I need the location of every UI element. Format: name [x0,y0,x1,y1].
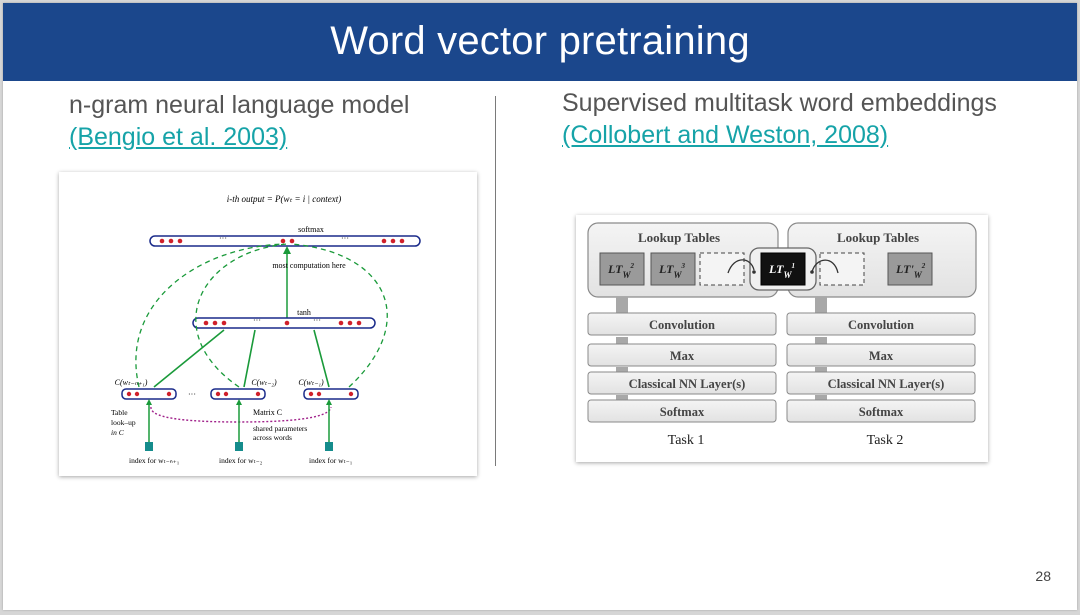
task2-max [786,343,976,367]
matrix-c-label: Matrix C [253,408,282,417]
index-label-1: index for wₜ₋ₙ₊₁ [129,456,180,465]
bengio-citation-link[interactable]: (Bengio et al. 2003) [69,123,288,151]
svg-text:Max: Max [670,349,695,363]
shared-label-2: across words [253,433,292,442]
task1-label: Task 1 [668,433,705,448]
softmax-units [159,238,405,244]
direct-connection-1 [135,243,285,388]
dots-2: ··· [341,234,349,243]
c-label-1: C(wₜ₋ₙ₊₁) [115,378,148,387]
index-node-3 [325,442,333,451]
bengio-figure: i-th output = P(wₜ = i | context) softma… [59,172,477,476]
lt-w3-cell [650,252,696,286]
task1-classical-nn [587,371,777,395]
bengio-diagram: i-th output = P(wₜ = i | context) softma… [111,194,421,465]
collobert-figure: Lookup Tables Lookup Tables LTW2 LTW3 LT… [576,215,988,462]
embed-to-hidden-1 [153,329,225,388]
svg-text:LTW2: LTW2 [607,262,634,280]
svg-text:LTW1: LTW1 [768,262,795,280]
multitask-diagram: Lookup Tables Lookup Tables LTW2 LTW3 LT… [587,222,977,448]
shared-label-1: shared parameters [253,424,307,433]
right-column-heading: Supervised multitask word embeddings (Co… [562,87,1012,151]
task1-softmax [587,399,777,423]
slide: Word vector pretraining n-gram neural la… [3,3,1077,610]
c-label-3: C(wₜ₋₁) [298,378,324,387]
dots-1: ··· [219,234,227,243]
output-label: i-th output = P(wₜ = i | context) [227,194,342,204]
left-column-heading: n-gram neural language model (Bengio et … [69,89,489,153]
task2-label: Task 2 [867,433,904,448]
task1-max [587,343,777,367]
embed-to-hidden-2 [243,329,256,388]
index-node-2 [235,442,243,451]
table-lookup-2: look–up [111,418,136,427]
direct-connection-2 [195,243,288,388]
right-heading-text: Supervised multitask word embeddings [562,89,997,117]
tanh-units [203,320,362,326]
tanh-layer [192,317,376,329]
task1-convolution [587,312,777,336]
svg-text:Classical NN Layer(s): Classical NN Layer(s) [828,377,945,391]
dots-4: ··· [313,316,321,325]
svg-text:Classical NN Layer(s): Classical NN Layer(s) [629,377,746,391]
page-number: 28 [1035,568,1051,584]
svg-text:LT'W2: LT'W2 [895,262,926,280]
shared-parameters-link [150,406,332,423]
task2-convolution [786,312,976,336]
slide-title: Word vector pretraining [330,18,750,63]
svg-text:LTW3: LTW3 [658,262,685,280]
table-lookup-1: Table [111,408,128,417]
dots-3: ··· [253,316,261,325]
lt-w1-cell [760,252,806,286]
lookup-title-2: Lookup Tables [837,230,919,245]
svg-text:Softmax: Softmax [660,405,705,419]
lt-empty-cell-1 [699,252,745,286]
lt-empty-cell-2 [819,252,865,286]
collobert-citation-link[interactable]: (Collobert and Weston, 2008) [562,121,889,149]
svg-text:Max: Max [869,349,894,363]
tanh-label: tanh [297,308,311,317]
index-label-3: index for wₜ₋₁ [309,456,353,465]
title-bar: Word vector pretraining [3,3,1077,81]
lookup-title-1: Lookup Tables [638,230,720,245]
embedding-2 [210,388,266,400]
direct-connection-3 [290,243,388,388]
column-divider [495,96,496,466]
task2-softmax [786,399,976,423]
lt-prime-w2-cell [887,252,933,286]
svg-text:Convolution: Convolution [848,318,914,332]
embedding-3 [303,388,359,400]
dots-5: ··· [188,390,196,399]
svg-text:Softmax: Softmax [859,405,904,419]
left-heading-text: n-gram neural language model [69,91,410,119]
index-node-1 [145,442,153,451]
c-label-2: C(wₜ₋₂) [251,378,277,387]
index-label-2: index for wₜ₋₂ [219,456,263,465]
most-computation-label: most computation here [272,261,346,270]
softmax-label: softmax [298,225,324,234]
svg-text:Convolution: Convolution [649,318,715,332]
table-lookup-3: in C [111,428,125,437]
embed-to-hidden-3 [313,329,330,388]
lt-w2-cell [599,252,645,286]
task2-classical-nn [786,371,976,395]
